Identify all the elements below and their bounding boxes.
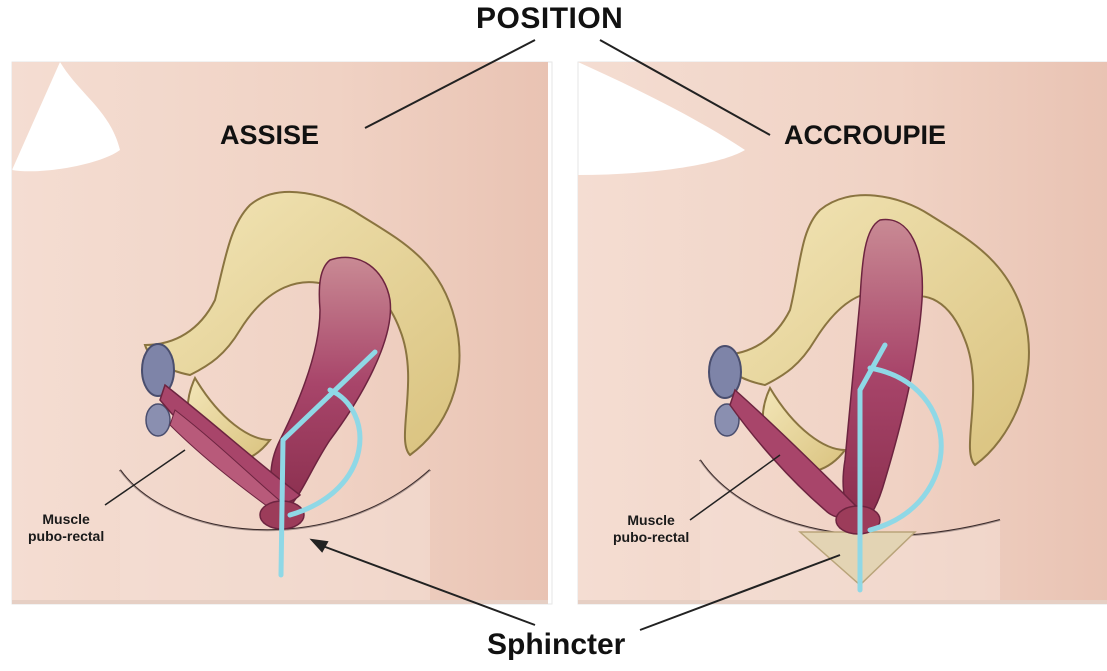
left-position-label: ASSISE [220,120,319,151]
diagram-title: POSITION [476,2,623,36]
right-muscle-label-line2: pubo-rectal [613,529,689,546]
left-muscle-label-line1: Muscle [28,511,104,528]
right-muscle-label-line1: Muscle [613,512,689,529]
right-position-label: ACCROUPIE [784,120,946,151]
right-seat-shadow [578,600,1107,604]
sphincter-label: Sphincter [487,628,625,662]
right-muscle-label: Muscle pubo-rectal [613,512,689,546]
left-muscle-label: Muscle pubo-rectal [28,511,104,545]
left-muscle-label-line2: pubo-rectal [28,528,104,545]
